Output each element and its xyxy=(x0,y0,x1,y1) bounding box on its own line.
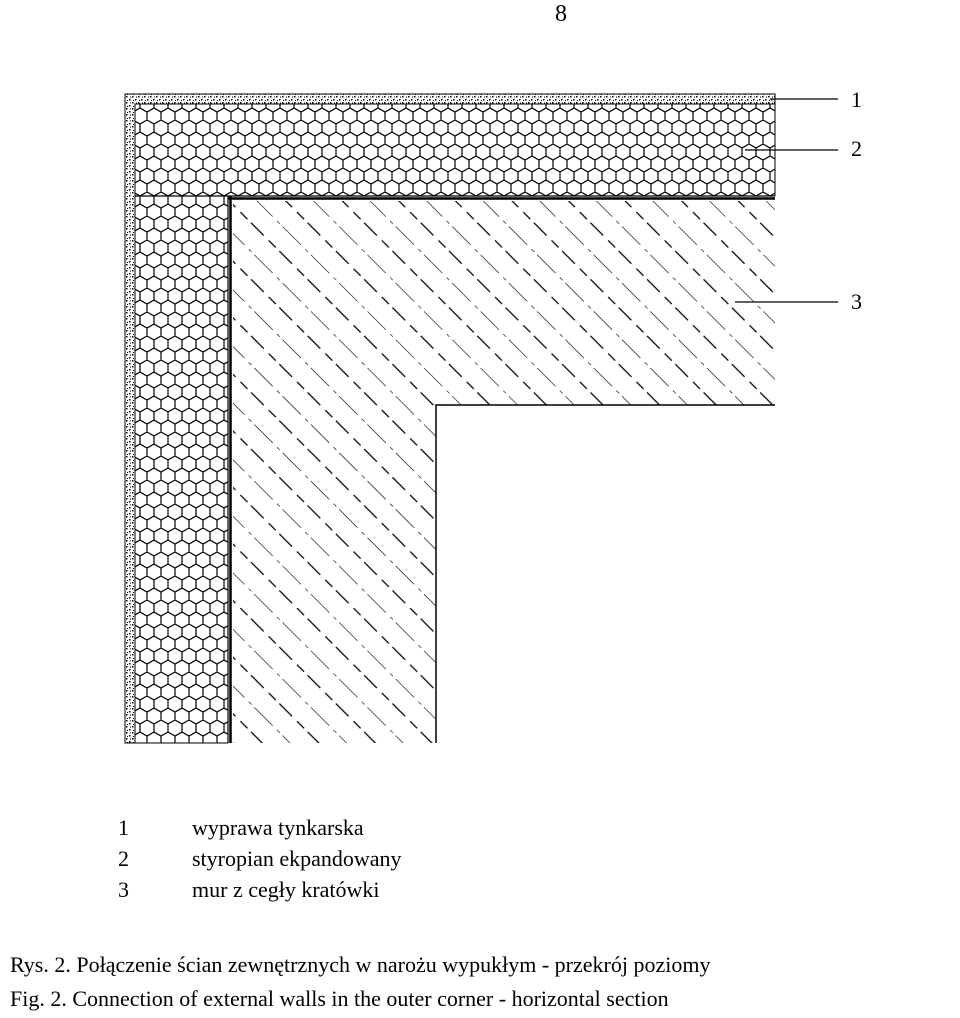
legend-number: 1 xyxy=(118,815,129,840)
callout-number-3: 3 xyxy=(851,289,862,314)
legend-item: 1 wyprawa tynkarska xyxy=(118,812,402,843)
legend-text: wyprawa tynkarska xyxy=(192,815,364,840)
callout-number-1: 1 xyxy=(851,87,862,112)
brick-wall xyxy=(233,201,775,743)
callout-number-2: 2 xyxy=(851,136,862,161)
legend-number: 3 xyxy=(118,877,129,902)
legend-item: 3 mur z cegły kratówki xyxy=(118,874,402,905)
legend-text: styropian ekpandowany xyxy=(192,846,402,871)
legend-item: 2 styropian ekpandowany xyxy=(118,843,402,874)
figure-caption-polish: Rys. 2. Połączenie ścian zewnętrznych w … xyxy=(10,952,711,977)
legend-text: mur z cegły kratówki xyxy=(192,877,380,902)
legend-number: 2 xyxy=(118,846,129,871)
page-number: 8 xyxy=(555,1,567,27)
figure-caption-english: Fig. 2. Connection of external walls in … xyxy=(10,986,669,1011)
brick-wall-outline xyxy=(435,404,775,743)
legend: 1 wyprawa tynkarska 2 styropian ekpandow… xyxy=(118,812,402,905)
